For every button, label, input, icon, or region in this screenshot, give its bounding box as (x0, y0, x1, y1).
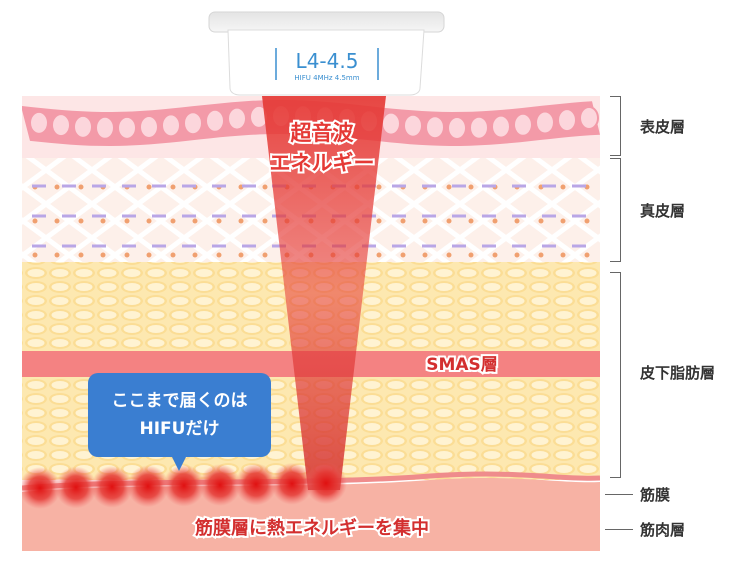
hifu-callout: ここまで届くのは HIFUだけ (88, 373, 271, 457)
focal-point (22, 467, 61, 509)
focal-point (163, 464, 205, 507)
callout-line1: ここまで届くのは (111, 391, 248, 411)
callout-line2: HIFUだけ (139, 419, 220, 439)
subcutaneous-bracket (610, 272, 621, 478)
epidermis-cell (183, 111, 203, 136)
epidermis-cell (29, 110, 49, 135)
epidermis-cell (205, 108, 225, 133)
layer-label-muscle: 筋肉層 (640, 521, 686, 539)
epidermis-cell (51, 113, 71, 138)
focal-point (199, 464, 241, 506)
epidermis-cell (469, 115, 489, 140)
epidermis-cell (95, 115, 115, 140)
transducer-model: L4-4.5 (296, 49, 359, 73)
epidermis-cell (447, 116, 467, 140)
focal-point (127, 465, 169, 508)
focal-points (22, 462, 347, 509)
epidermis-cell (403, 113, 423, 138)
beam-label-line2: エネルギー (270, 151, 375, 175)
focal-point (55, 466, 97, 509)
callout-tail (171, 455, 187, 471)
smas-label: SMAS層 (426, 355, 498, 375)
epidermis-cell (117, 115, 137, 140)
layer-label-epidermis: 表皮層 (640, 118, 686, 136)
epidermis-cell (161, 113, 181, 138)
epidermis-cell (557, 108, 577, 133)
epidermis-cell (425, 115, 445, 140)
epidermis-cell (139, 115, 159, 139)
epidermis-cell (513, 112, 533, 137)
epidermis-cell (491, 114, 511, 139)
epidermis-cell (227, 106, 247, 131)
focal-point (271, 462, 313, 505)
focal-point (91, 465, 133, 508)
focal-point (235, 463, 277, 506)
dermis-bracket (610, 158, 621, 262)
layer-label-dermis: 真皮層 (640, 202, 686, 220)
bottom-caption: 筋膜層に熱エネルギーを集中 (195, 517, 429, 539)
hifu-transducer: L4-4.5 HIFU 4MHz 4.5mm (208, 11, 445, 96)
ultrasound-beam (262, 96, 386, 490)
transducer-spec: HIFU 4MHz 4.5mm (294, 74, 359, 82)
beam-label-line1: 超音波 (291, 121, 355, 145)
epidermis-cell (579, 106, 599, 130)
layer-label-subcutaneous: 皮下脂肪層 (640, 364, 716, 382)
epidermis-bracket (610, 96, 621, 156)
layer-label-fascia: 筋膜 (640, 486, 671, 504)
epidermis-cell (535, 110, 555, 135)
epidermis-cell (73, 114, 93, 139)
focal-point (305, 462, 347, 505)
epidermis-cell (381, 111, 401, 136)
muscle-tick (605, 529, 633, 530)
fascia-tick (605, 494, 633, 495)
